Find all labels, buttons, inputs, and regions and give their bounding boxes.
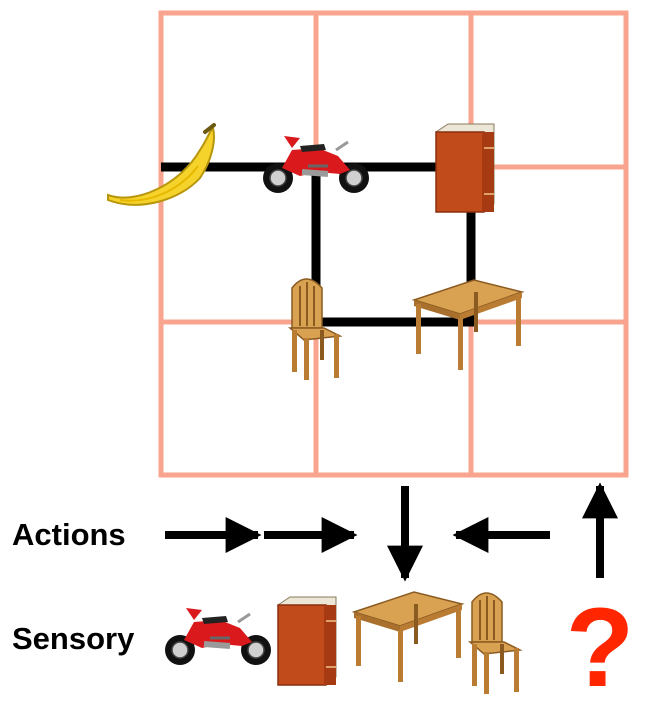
grid xyxy=(158,10,629,478)
actions-label: Actions xyxy=(12,517,126,552)
book-icon xyxy=(435,123,495,213)
action-arrows xyxy=(165,482,618,582)
grid-border xyxy=(158,10,629,478)
sensory-book-icon xyxy=(277,596,337,686)
sensory-label: Sensory xyxy=(12,621,135,656)
sensory-table-icon xyxy=(353,591,463,683)
sensory-motorcycle-icon xyxy=(165,608,271,665)
question-mark: ? xyxy=(566,585,634,704)
trajectory-path xyxy=(161,162,476,327)
sensory-chair-icon xyxy=(469,592,521,695)
